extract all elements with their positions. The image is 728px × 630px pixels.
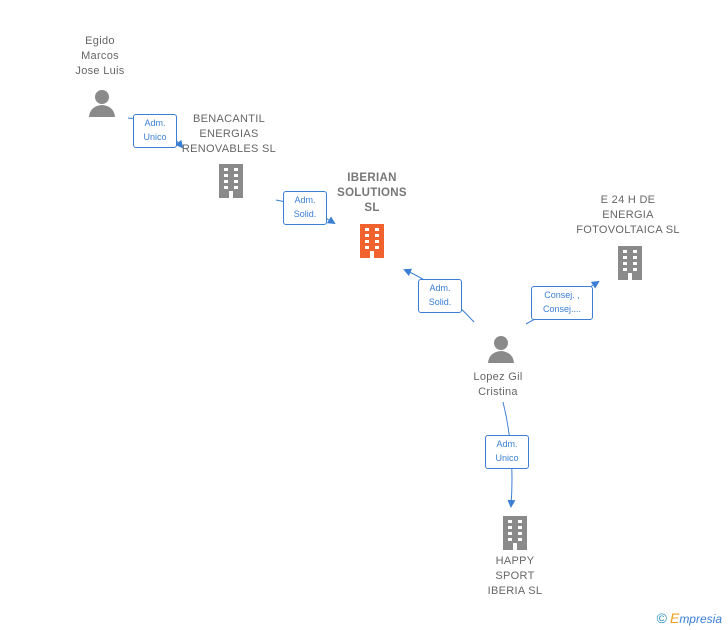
relation-line: Consej.... — [542, 304, 582, 314]
relation-line: Adm. — [144, 118, 166, 128]
person-icon[interactable] — [486, 334, 516, 364]
relation-line: Adm. — [496, 439, 518, 449]
relation-line: Solid. — [428, 297, 452, 307]
node-label-e24h: E 24 H DE ENERGIA FOTOVOLTAICA SL — [568, 193, 688, 238]
relation-line: Solid. — [293, 209, 317, 219]
relation-label-egido-benacantil[interactable]: Adm. Unico — [133, 114, 177, 148]
empresia-logo: ©Empresia — [657, 610, 722, 626]
relation-label-lopez-happy[interactable]: Adm. Unico — [485, 435, 529, 469]
node-label-lopez: Lopez Gil Cristina — [458, 370, 538, 400]
relation-line: Adm. — [429, 283, 451, 293]
node-label-line: IBERIAN — [347, 172, 397, 184]
node-label-line: Cristina — [478, 386, 518, 398]
node-label-line: HAPPY — [495, 555, 535, 567]
node-label-line: RENOVABLES SL — [181, 143, 277, 155]
brand-initial: E — [669, 610, 680, 626]
node-label-line: Jose Luis — [75, 65, 125, 77]
node-label-line: BENACANTIL — [192, 113, 266, 125]
relation-label-lopez-e24h[interactable]: Consej. , Consej.... — [531, 286, 593, 320]
node-label-line: E 24 H DE — [600, 194, 656, 206]
relation-line: Adm. — [294, 195, 316, 205]
relation-line: Unico — [495, 453, 519, 463]
relation-label-lopez-iberian[interactable]: Adm. Solid. — [418, 279, 462, 313]
node-label-iberian: IBERIAN SOLUTIONS SL — [322, 171, 422, 216]
brand-name: mpresia — [679, 612, 722, 626]
building-icon[interactable] — [615, 244, 645, 280]
node-label-line: IBERIA SL — [487, 585, 543, 597]
person-icon[interactable] — [87, 88, 117, 118]
copyright-icon: © — [656, 610, 667, 626]
node-label-benacantil: BENACANTIL ENERGIAS RENOVABLES SL — [170, 112, 288, 157]
node-label-line: SPORT — [495, 570, 535, 582]
node-label-egido: Egido Marcos Jose Luis — [58, 34, 142, 79]
relation-line: Consej. , — [544, 290, 580, 300]
building-icon[interactable] — [216, 162, 246, 198]
node-label-line: Marcos — [81, 50, 119, 62]
node-label-line: ENERGIAS — [199, 128, 259, 140]
relation-label-benacantil-iberian[interactable]: Adm. Solid. — [283, 191, 327, 225]
node-label-line: FOTOVOLTAICA SL — [576, 224, 680, 236]
node-label-line: SOLUTIONS — [337, 187, 407, 199]
focus-building-icon[interactable] — [357, 222, 387, 258]
node-label-line: Lopez Gil — [473, 371, 523, 383]
node-label-line: ENERGIA — [602, 209, 654, 221]
relation-line: Unico — [143, 132, 167, 142]
node-label-happy: HAPPY SPORT IBERIA SL — [470, 554, 560, 599]
building-icon[interactable] — [500, 514, 530, 550]
node-label-line: Egido — [85, 35, 115, 47]
node-label-line: SL — [364, 202, 380, 214]
